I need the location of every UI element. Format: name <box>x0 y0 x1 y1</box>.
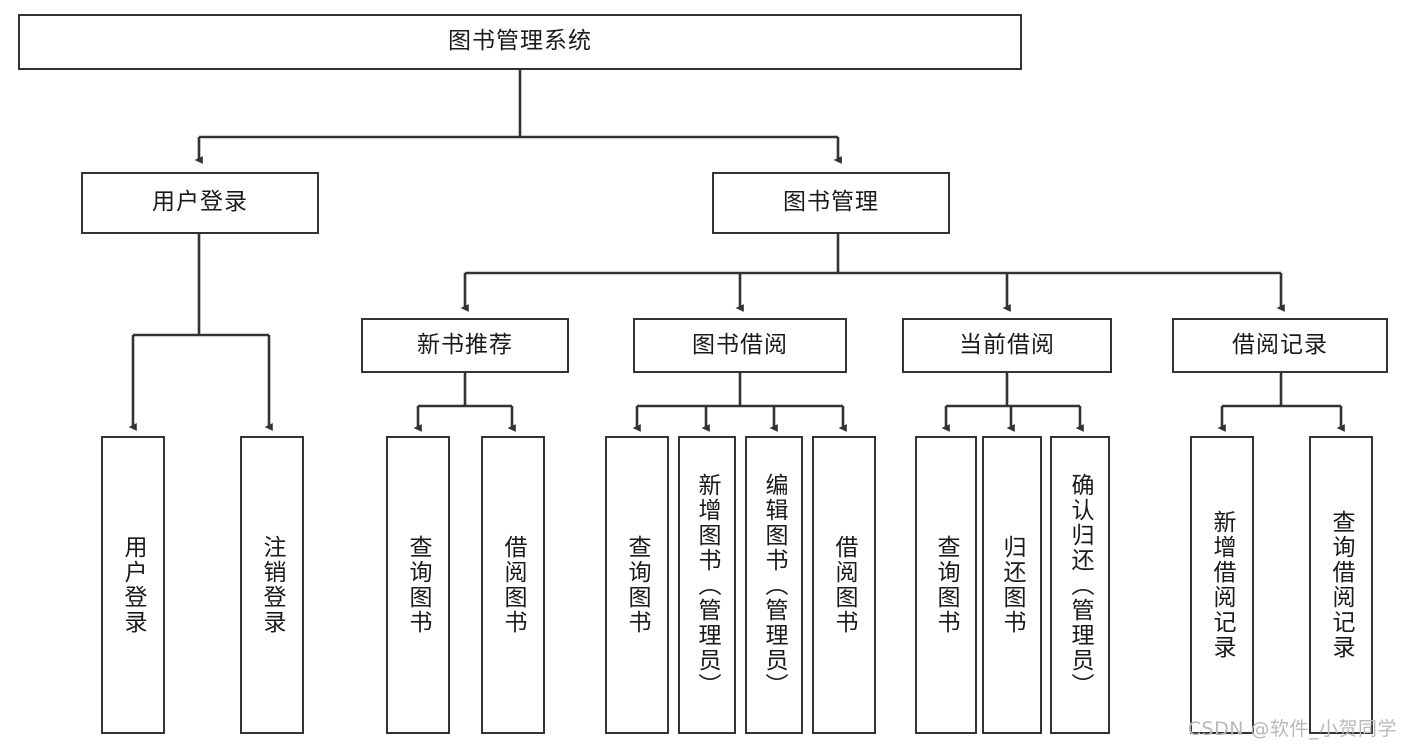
leaf-user-login[interactable]: 用户登录 <box>101 436 165 734</box>
node-new-book-recommend[interactable]: 新书推荐 <box>361 318 569 373</box>
node-book-borrow[interactable]: 图书借阅 <box>633 318 847 373</box>
node-label: 借阅图书 <box>831 535 858 635</box>
node-label: 借阅记录 <box>1232 331 1328 358</box>
leaf-return-book[interactable]: 归还图书 <box>982 436 1042 734</box>
node-label: 新增借阅记录 <box>1209 510 1236 660</box>
node-label: 新增图书（管理员） <box>694 472 721 698</box>
node-label: 借阅图书 <box>500 535 527 635</box>
node-label: 注销登录 <box>259 535 286 635</box>
node-label: 用户登录 <box>152 189 248 216</box>
node-label: 图书管理 <box>783 189 879 216</box>
node-label: 归还图书 <box>999 535 1026 635</box>
node-label: 图书借阅 <box>692 331 788 358</box>
node-label: 编辑图书（管理员） <box>761 472 788 698</box>
leaf-borrow-book-recommend[interactable]: 借阅图书 <box>481 436 545 734</box>
node-label: 查询借阅记录 <box>1328 510 1355 660</box>
node-book-management[interactable]: 图书管理 <box>712 172 950 234</box>
node-label: 确认归还（管理员） <box>1067 472 1094 698</box>
node-label: 用户登录 <box>120 535 147 635</box>
node-label: 新书推荐 <box>417 331 513 358</box>
node-root-book-management-system[interactable]: 图书管理系统 <box>18 14 1022 70</box>
leaf-confirm-return-admin[interactable]: 确认归还（管理员） <box>1050 436 1110 734</box>
node-current-borrow[interactable]: 当前借阅 <box>902 318 1112 373</box>
leaf-query-book-borrow[interactable]: 查询图书 <box>605 436 669 734</box>
leaf-logout[interactable]: 注销登录 <box>240 436 304 734</box>
node-borrow-record[interactable]: 借阅记录 <box>1172 318 1388 373</box>
node-label: 查询图书 <box>933 535 960 635</box>
node-label: 查询图书 <box>624 535 651 635</box>
leaf-edit-book-admin[interactable]: 编辑图书（管理员） <box>745 436 803 734</box>
leaf-query-book-recommend[interactable]: 查询图书 <box>386 436 450 734</box>
leaf-add-borrow-record[interactable]: 新增借阅记录 <box>1190 436 1254 734</box>
leaf-add-book-admin[interactable]: 新增图书（管理员） <box>678 436 736 734</box>
leaf-borrow-book[interactable]: 借阅图书 <box>812 436 876 734</box>
leaf-query-book-current[interactable]: 查询图书 <box>915 436 977 734</box>
node-user-login[interactable]: 用户登录 <box>81 172 319 234</box>
node-label: 图书管理系统 <box>448 28 592 55</box>
node-label: 当前借阅 <box>959 331 1055 358</box>
leaf-query-borrow-record[interactable]: 查询借阅记录 <box>1309 436 1373 734</box>
node-label: 查询图书 <box>405 535 432 635</box>
